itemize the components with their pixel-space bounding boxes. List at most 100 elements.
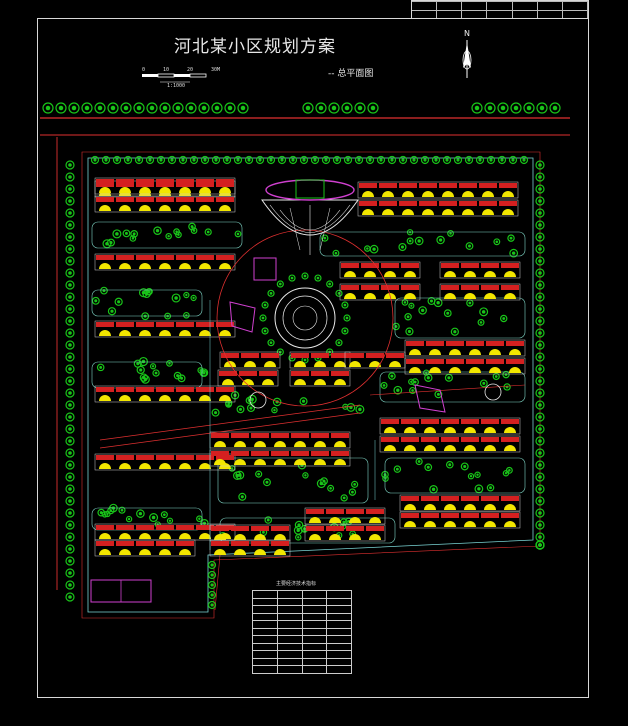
tree-symbol: [535, 184, 545, 194]
building-balcony: [179, 205, 191, 211]
tree-center: [396, 388, 400, 392]
tree-symbol: [178, 155, 188, 165]
tree-symbol: [65, 412, 75, 422]
tree-center: [247, 158, 251, 162]
building-roof-strip: [426, 341, 444, 346]
tree-center: [426, 465, 430, 469]
building-balcony: [449, 349, 461, 355]
table-cell: [301, 665, 328, 674]
tree-symbol: [365, 155, 375, 165]
table-cell: [276, 665, 303, 674]
building-roof-strip: [361, 263, 379, 268]
building-roof-strip: [441, 496, 459, 501]
tree-symbol: [225, 400, 233, 408]
building-balcony: [274, 459, 286, 465]
tree-symbol: [173, 228, 180, 235]
building-balcony: [234, 549, 246, 555]
tree-center: [382, 384, 386, 387]
tree-symbol: [197, 367, 204, 374]
building-balcony: [119, 187, 131, 193]
building-footprint: [439, 261, 521, 279]
tree-center: [68, 559, 72, 563]
building-balcony: [362, 191, 374, 197]
building-balcony: [314, 459, 326, 465]
tree-center: [163, 513, 166, 516]
tree-symbol: [266, 155, 276, 165]
building-roof-strip: [399, 183, 417, 188]
building-balcony: [222, 379, 234, 385]
tree-center: [104, 158, 108, 162]
tree-symbol: [341, 327, 349, 335]
tree-symbol: [405, 327, 414, 336]
building-balcony: [382, 209, 394, 215]
building-roof-strip: [156, 182, 174, 187]
building-balcony: [404, 293, 416, 299]
tree-symbol: [535, 472, 545, 482]
tree-symbol: [129, 235, 137, 242]
building-roof-strip: [499, 201, 517, 206]
tree-center: [68, 187, 72, 191]
tree-symbol: [535, 508, 545, 518]
table-cell: [252, 597, 278, 606]
building-balcony: [464, 504, 476, 510]
building-roof-strip: [481, 263, 499, 268]
tree-symbol: [442, 155, 452, 165]
building-balcony: [424, 521, 436, 527]
tree-symbol: [398, 155, 408, 165]
tree-center: [538, 379, 542, 383]
tree-center: [323, 236, 327, 240]
tree-symbol: [354, 102, 366, 114]
tree-center: [513, 105, 519, 111]
tree-center: [175, 230, 178, 233]
tree-center: [132, 232, 136, 236]
tree-center: [124, 231, 128, 235]
building-balcony: [364, 271, 376, 277]
tree-symbol: [351, 480, 359, 488]
tree-center: [185, 293, 188, 297]
tree-center: [538, 223, 542, 227]
building-balcony: [314, 441, 326, 447]
building-balcony: [404, 521, 416, 527]
building-balcony: [424, 445, 436, 451]
tree-center: [155, 229, 160, 233]
tree-center: [115, 158, 119, 162]
table-header-cell: [326, 590, 352, 599]
tree-center: [489, 486, 492, 490]
building-roof-strip: [291, 353, 309, 358]
tree-symbol: [302, 102, 314, 114]
tree-symbol: [497, 102, 509, 114]
tree-center: [500, 105, 506, 111]
tree-symbol: [65, 484, 75, 494]
building-roof-strip: [481, 496, 499, 501]
building-balcony: [219, 187, 231, 193]
building-balcony: [294, 459, 306, 465]
building-balcony: [484, 271, 496, 277]
tree-symbol: [492, 372, 500, 381]
tree-center: [151, 365, 155, 368]
tree-symbol: [136, 509, 145, 518]
building-balcony: [119, 463, 131, 469]
tree-symbol: [234, 230, 242, 238]
tree-center: [301, 399, 306, 403]
building-roof-strip: [366, 526, 384, 531]
tree-center: [538, 535, 542, 539]
tree-center: [45, 105, 51, 111]
tree-symbol: [65, 232, 75, 242]
tree-center: [148, 158, 152, 162]
tree-center: [538, 487, 542, 491]
title-block-cell: [537, 1, 563, 10]
tree-center: [269, 341, 273, 345]
tree-center: [159, 158, 163, 162]
lawn-outline: [384, 457, 526, 494]
building-roof-strip: [156, 541, 174, 546]
tree-center: [68, 439, 72, 443]
tree-center: [406, 315, 410, 319]
tree-symbol: [272, 397, 282, 407]
tree-symbol: [149, 512, 159, 523]
table-cell: [326, 642, 352, 651]
tree-symbol: [486, 483, 495, 492]
tree-symbol: [535, 364, 545, 374]
table-cell: [252, 665, 278, 674]
building-footprint: [94, 539, 196, 557]
tree-center: [344, 105, 350, 111]
